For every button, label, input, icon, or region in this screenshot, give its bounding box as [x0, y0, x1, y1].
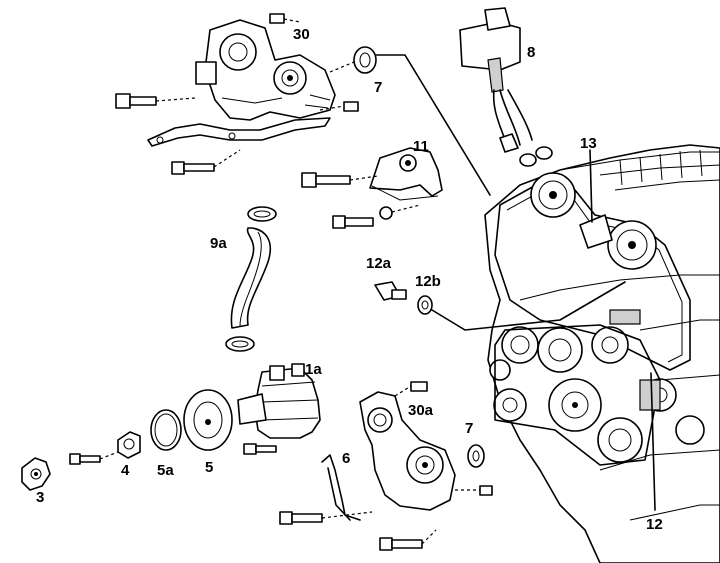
callout-7-top: 7	[374, 79, 383, 96]
callout-5: 5	[205, 459, 214, 476]
callout-12a: 12a	[366, 255, 392, 272]
callout-6: 6	[342, 450, 351, 467]
engine-block	[484, 144, 720, 563]
callout-3: 3	[36, 489, 45, 506]
callout-13: 13	[580, 135, 597, 152]
callout-30: 30	[293, 26, 310, 43]
callout-11: 11	[413, 138, 429, 155]
hose-assembly	[225, 206, 277, 352]
reservoir-assembly	[459, 7, 553, 167]
leader-line-12	[650, 372, 656, 511]
callout-1a: 1a	[305, 361, 322, 378]
leader-line-13	[589, 149, 593, 223]
upper-cover-assembly	[115, 13, 491, 196]
callout-8: 8	[527, 44, 536, 61]
callout-30a: 30a	[408, 402, 434, 419]
callout-4: 4	[121, 462, 130, 479]
callout-5a: 5a	[157, 462, 174, 479]
pulley-assembly	[21, 389, 233, 491]
lower-cover-assembly	[279, 381, 493, 551]
pump-assembly	[237, 363, 321, 455]
callout-12b: 12b	[415, 273, 441, 290]
fitting-assembly	[374, 281, 626, 331]
callout-9a: 9a	[210, 235, 227, 252]
callout-12: 12	[646, 516, 663, 533]
callout-7-bottom: 7	[465, 420, 474, 437]
bracket-assembly	[301, 147, 443, 229]
